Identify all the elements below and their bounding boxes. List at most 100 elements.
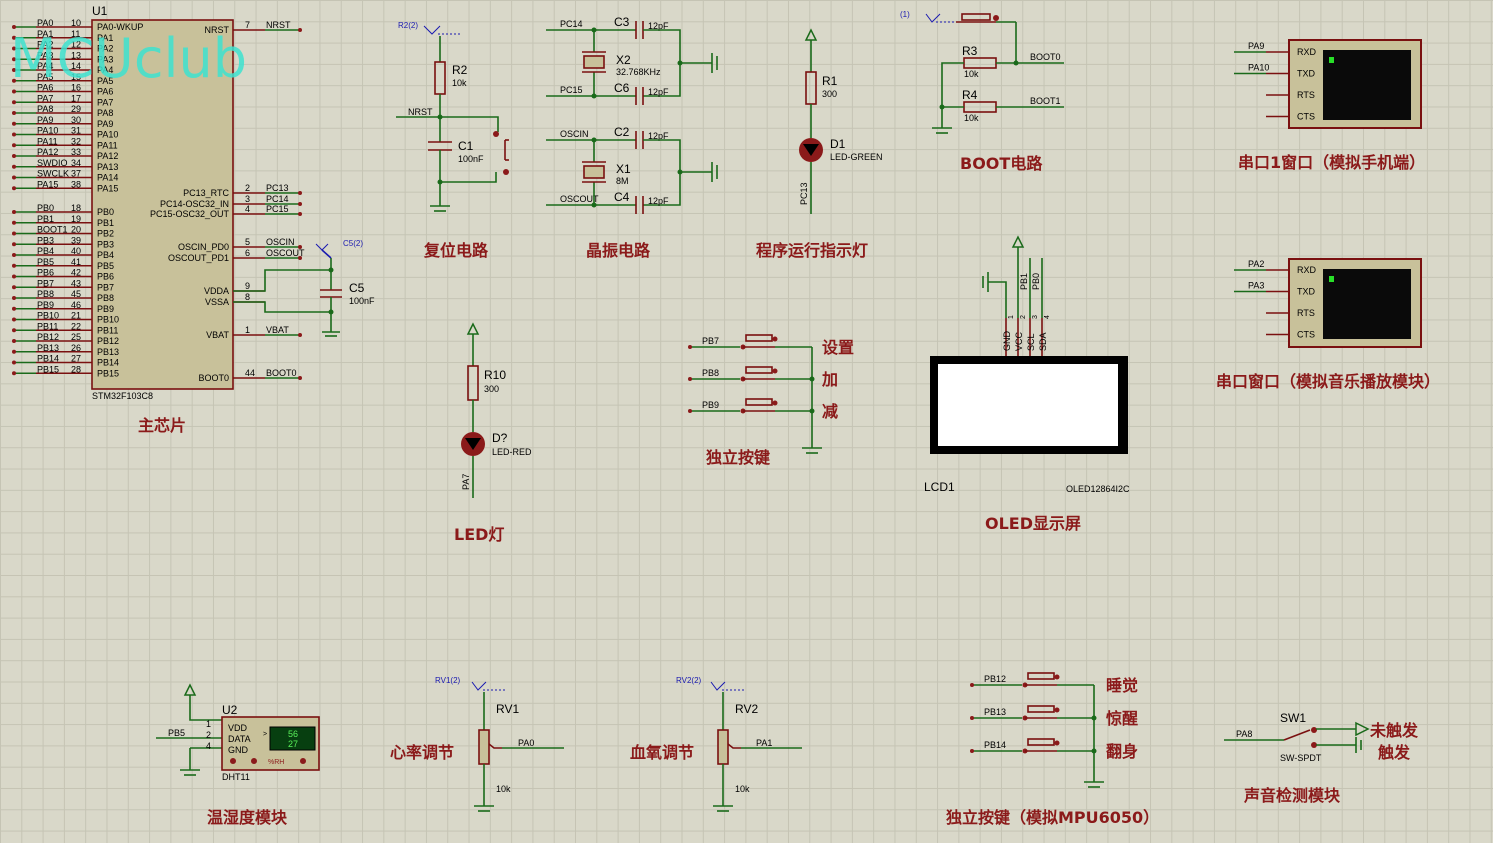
mcu-left-net: PA4 — [37, 61, 53, 71]
mcu-left-num: 46 — [71, 300, 81, 310]
mcu-left-num: 41 — [71, 257, 81, 267]
boot-probe-label: (1) — [900, 10, 910, 19]
sw1-ref: SW1 — [1280, 711, 1306, 725]
dht-arrow-icon: > — [263, 731, 267, 738]
mcu-left-num: 40 — [71, 246, 81, 256]
mcu-left-pinname: PB7 — [97, 282, 114, 292]
r10-value: 300 — [484, 384, 499, 394]
mcu-left-terminal — [12, 57, 16, 62]
keys-key-button[interactable] — [745, 398, 773, 406]
rv1-value: 10k — [496, 784, 511, 794]
dht-net: PB5 — [168, 728, 185, 738]
keys-key-button[interactable] — [745, 366, 773, 374]
decoupling-c5[interactable]: C5 100nF C5(2) — [233, 239, 375, 337]
keys-key-button[interactable] — [745, 334, 773, 342]
dht-unit: %RH — [268, 759, 284, 766]
keys-key-terminal — [688, 409, 692, 413]
mpu-key-button[interactable] — [1027, 738, 1055, 746]
mpu-key-button[interactable] — [1027, 672, 1055, 680]
led-power-icon — [466, 322, 480, 335]
r2-ref: R2 — [452, 63, 468, 77]
mpu-key-label: 惊醒 — [1106, 709, 1138, 728]
mcu-left-pinname: PA10 — [97, 130, 118, 140]
vdda-wire — [233, 269, 331, 292]
oled-display[interactable]: PB1 PB0 1 2 3 4 GND VCC SCL SDA LCD1 OLE… — [924, 235, 1130, 533]
mcu-right-num: 7 — [245, 20, 250, 30]
mcu-left-num: 37 — [71, 169, 81, 179]
reset-junction — [437, 114, 443, 120]
c5-probe-icon — [315, 243, 329, 251]
sw1-pin-b — [1311, 742, 1317, 748]
r10-ref: R10 — [484, 368, 506, 382]
mcu-left-net: PB12 — [37, 332, 59, 342]
boot-probe-icon — [925, 13, 941, 23]
oled-part: OLED12864I2C — [1066, 484, 1130, 494]
mcu-left-pinname: PB13 — [97, 347, 119, 357]
dht-pinnum-2: 2 — [206, 730, 211, 740]
boot-left-wire — [941, 62, 964, 128]
mcu-left-net: PB8 — [37, 289, 54, 299]
uart2-pin-label: RXD — [1297, 265, 1317, 275]
keys-key-label: 减 — [822, 402, 838, 421]
oled-power-icon — [1011, 235, 1025, 248]
dht-pinnum-1: 1 — [206, 719, 211, 729]
c3-value: 12pF — [648, 21, 669, 31]
mcu-left-net: PA12 — [37, 147, 58, 157]
oled-caption: OLED显示屏 — [985, 514, 1081, 533]
sw1-part: SW-SPDT — [1280, 753, 1322, 763]
run-led-circuit[interactable]: R1 300 D1 LED-GREEN PC13 程序运行指示灯 — [756, 28, 883, 260]
mcu-left-terminal — [12, 296, 16, 300]
mcu-left-terminal — [12, 89, 16, 94]
x2-junction-bottom — [591, 93, 597, 99]
mcu-left-terminal — [12, 360, 16, 365]
boot-net0: BOOT0 — [1030, 52, 1061, 62]
mcu-left-num: 18 — [71, 203, 81, 213]
mcu-left-num: 11 — [71, 29, 80, 39]
boot-circuit[interactable]: (1) R3 10k BOOT0 R4 10k BOOT1 BOOT电路 — [900, 10, 1064, 173]
mcu-left-pinname: PB0 — [97, 207, 114, 217]
sound-sensor[interactable]: SW1 PA8 SW-SPDT 未触发 触发 声音检测模块 — [1224, 711, 1419, 805]
dht11-module[interactable]: PB5 1 2 4 U2 VDD DATA GND 56 27 > %RH DH… — [156, 683, 320, 827]
boot-junction — [1013, 60, 1019, 66]
c5-probe-label: C5(2) — [343, 239, 363, 248]
dht-btn-3 — [300, 758, 306, 764]
keys-key-pin — [772, 336, 778, 342]
crystal-circuit[interactable]: PC14 C3 12pF PC15 C6 12pF X2 32.768KHz O… — [546, 15, 718, 260]
oled-pin-vcc: VCC — [1014, 331, 1024, 351]
mcu-right-net: PC13 — [266, 183, 289, 193]
mcu-left-pinname: PB15 — [97, 368, 119, 378]
r3-value: 10k — [964, 69, 979, 79]
rv1-potentiometer[interactable]: RV1(2) PA0 RV1 10k 心率调节 — [390, 676, 564, 812]
led-ref: D? — [492, 431, 508, 445]
rv1-ref: RV1 — [496, 702, 519, 716]
r4-ref: R4 — [962, 88, 978, 102]
rv2-body — [717, 729, 729, 765]
c5-value: 100nF — [349, 296, 375, 306]
crystal-junction-1 — [677, 60, 683, 66]
mpu-key-button[interactable] — [1027, 705, 1055, 713]
reset-circuit[interactable]: R2(2) R2 10k NRST C1 100nF 复位电路 — [396, 21, 509, 260]
r1-body — [805, 71, 817, 105]
mcu-left-net: PB11 — [37, 321, 58, 331]
mcu-left-net: PA8 — [37, 104, 53, 114]
mcu-left-net: PB0 — [37, 203, 54, 213]
mcu-left-terminal — [12, 132, 16, 137]
sw1-option-1: 未触发 — [1369, 721, 1419, 740]
mcu-right-terminal — [298, 212, 302, 216]
r3-ref: R3 — [962, 44, 978, 58]
mcu-right-net: BOOT0 — [266, 368, 297, 378]
rv2-potentiometer[interactable]: RV2(2) PA1 RV2 10k 血氧调节 — [630, 676, 802, 812]
uart1-net: PA10 — [1248, 63, 1269, 73]
mcu-right-num: 3 — [245, 194, 250, 204]
mcu-right-terminal — [298, 245, 302, 249]
d1-value: LED-GREEN — [830, 152, 883, 162]
led-circuit[interactable]: R10 300 D? LED-RED PA7 LED灯 — [454, 322, 532, 544]
mcu-left-terminal — [12, 121, 16, 126]
mcu-left-terminal — [12, 25, 16, 29]
uart1-pin-label: TXD — [1297, 69, 1316, 79]
